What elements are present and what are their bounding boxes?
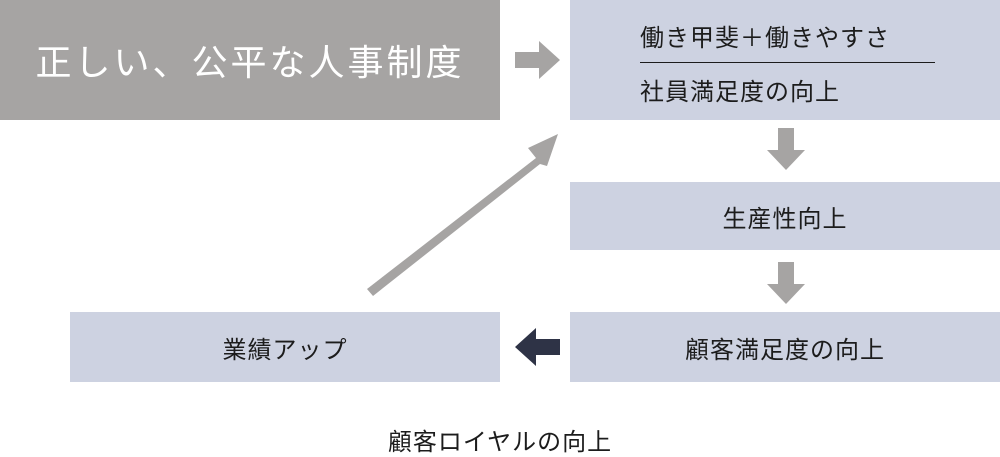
productivity-box-label: 生産性向上 xyxy=(722,204,848,233)
customer-satisfaction-box-label: 顧客満足度の向上 xyxy=(685,335,885,364)
productivity-box: 生産性向上 xyxy=(570,182,1000,250)
arrow-diagonal-icon xyxy=(367,134,558,296)
arrow-left-icon xyxy=(515,328,560,366)
arrow-right-icon xyxy=(515,41,560,79)
source-box: 正しい、公平な人事制度 xyxy=(0,0,500,120)
source-box-label: 正しい、公平な人事制度 xyxy=(35,43,465,84)
performance-box-label: 業績アップ xyxy=(222,335,348,364)
arrow-down-icon xyxy=(767,128,805,170)
performance-box: 業績アップ xyxy=(70,312,500,382)
top-box-divider xyxy=(640,62,935,63)
top-box-line1: 働き甲斐＋働きやすさ xyxy=(640,24,890,52)
top-box-line2: 社員満足度の向上 xyxy=(640,78,840,106)
caption: 顧客ロイヤルの向上 xyxy=(387,428,613,456)
customer-satisfaction-box: 顧客満足度の向上 xyxy=(570,312,1000,382)
arrow-down-icon xyxy=(767,262,805,304)
employee-satisfaction-box: 働き甲斐＋働きやすさ 社員満足度の向上 xyxy=(570,0,1000,120)
